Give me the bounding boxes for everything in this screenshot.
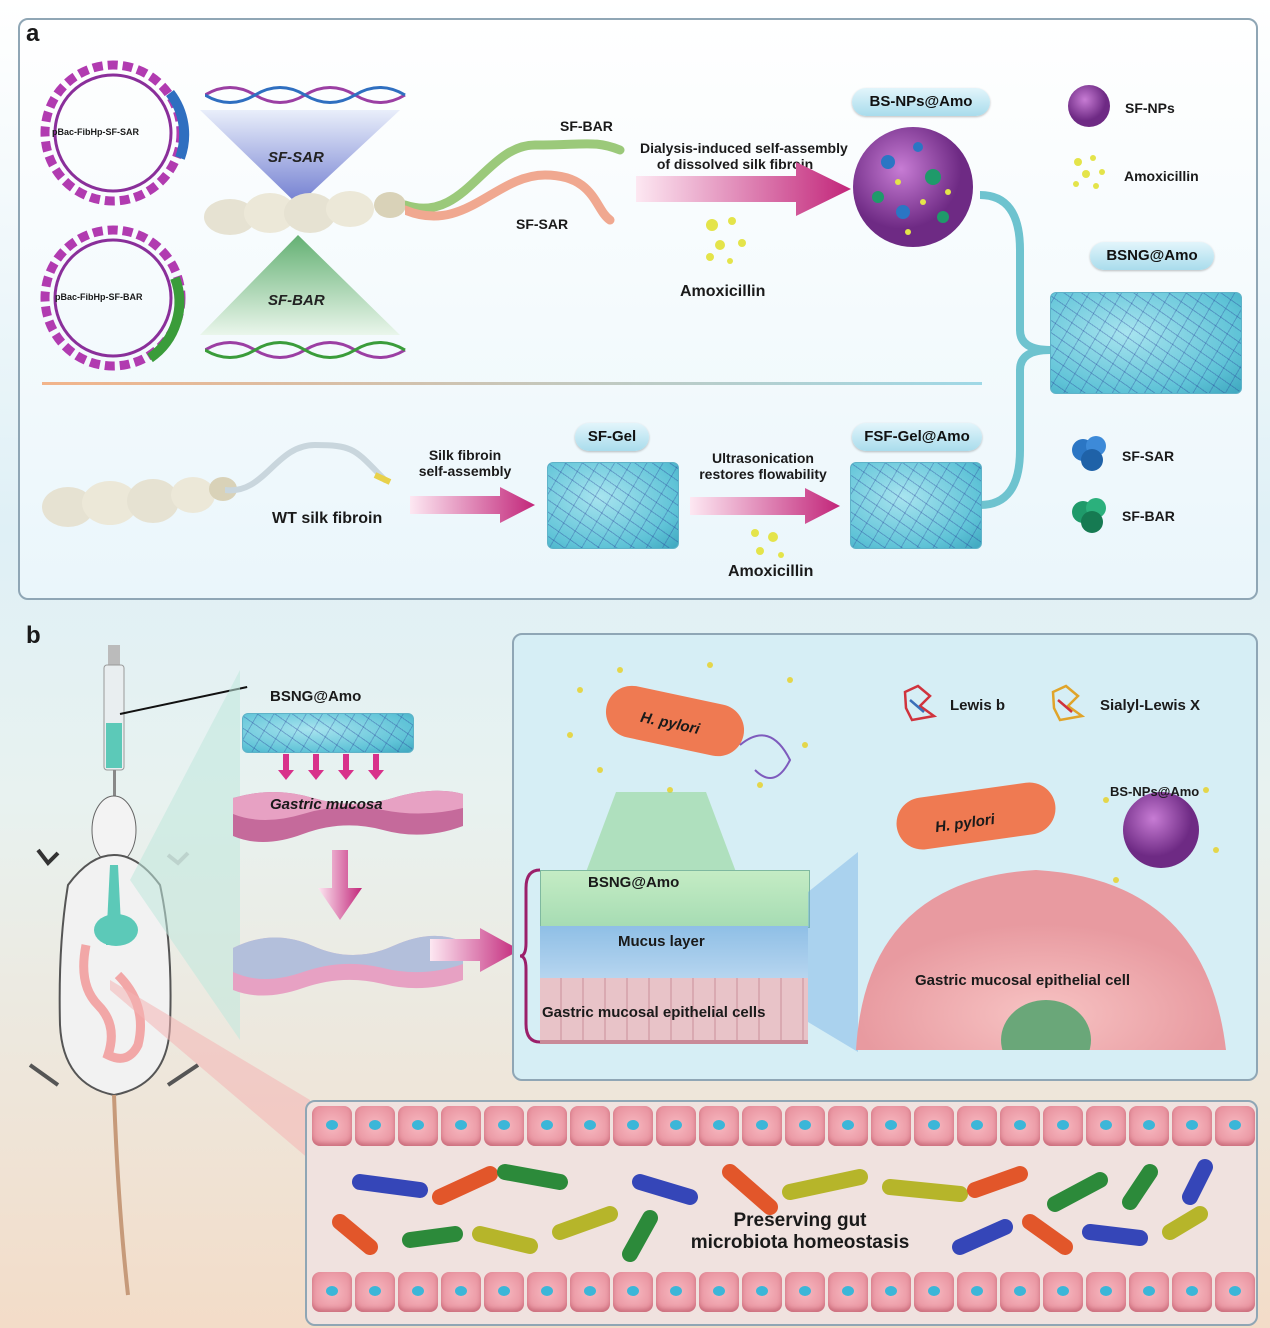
lewis-b-icon (903, 684, 938, 722)
layer-bsng-label: BSNG@Amo (588, 874, 680, 891)
gut-zoom-fan (110, 980, 310, 1160)
layer-bracket (520, 868, 541, 1044)
bsng-pill: BSNG@Amo (1090, 242, 1214, 270)
amoxicillin-dots-bottom (751, 529, 784, 558)
plasmid-diagrams (40, 60, 190, 371)
zoom-arrow (430, 928, 520, 972)
self-assembly-line2: self-assembly (418, 463, 512, 479)
hpylori-free (567, 662, 808, 793)
assembly-text-line1: Dialysis-induced self-assembly (640, 140, 848, 156)
assembly-text: Dialysis-induced self-assembly of dissol… (640, 140, 848, 172)
wt-silk-fibroin-label: WT silk fibroin (272, 510, 383, 527)
sialyl-lewis-x-icon (1051, 684, 1086, 722)
plasmid-bottom-label: pBac-FibHp-SF-BAR (55, 292, 143, 302)
bsng-hydrogel-cube (1050, 292, 1242, 394)
fsf-gel-cube (850, 462, 982, 549)
down-arrow (318, 850, 362, 920)
self-assembly-arrow (410, 487, 535, 523)
expression-cones (200, 110, 400, 335)
panel-a-divider (42, 382, 982, 385)
self-assembly-line1: Silk fibroin (428, 447, 502, 463)
gastric-mucosa-tissue (233, 790, 463, 843)
green-beam (586, 792, 736, 872)
dna-strand-bottom (205, 341, 406, 359)
layer-mucus-label: Mucus layer (618, 933, 705, 950)
zoom-fans (130, 670, 240, 1040)
legend-sialyl-lewis-x: Sialyl-Lewis X (1100, 697, 1201, 714)
epithelial-cells-layer (540, 978, 808, 1044)
sf-gel-cube (547, 462, 679, 549)
ultrasonication-line2: restores flowability (699, 466, 827, 482)
cone-label-sf-sar: SF-SAR (268, 149, 324, 166)
epithelial-cell-dome (856, 782, 1226, 1050)
fiber-label-sf-sar: SF-SAR (516, 216, 569, 232)
sf-gel-pill: SF-Gel (575, 423, 649, 451)
ultrasonication-line1: Ultrasonication (712, 450, 814, 466)
cone-label-sf-bar: SF-BAR (268, 292, 325, 309)
self-assembly-text: Silk fibroin self-assembly (410, 447, 520, 479)
legend-lewis-b: Lewis b (950, 697, 1006, 714)
assembly-text-line2: of dissolved silk fibroin (656, 156, 814, 172)
gut-text-line1: Preserving gut (733, 1210, 867, 1231)
sf-nps-legend-icon (1068, 85, 1110, 127)
bsng-label-b: BSNG@Amo (270, 688, 362, 705)
gut-microbiota (332, 1159, 1213, 1262)
panel-b-letter: b (26, 622, 41, 649)
dna-strand-top (205, 86, 406, 104)
silk-fibers (405, 139, 625, 225)
merge-bracket (980, 191, 1051, 509)
panel-a-letter: a (26, 20, 40, 47)
mucus-layer (540, 926, 808, 978)
mouse-with-syringe (28, 645, 200, 1296)
bsnp-label-b: BS-NPs@Amo (1110, 784, 1200, 799)
legend-sf-nps: SF-NPs (1125, 100, 1175, 116)
amoxicillin-label-bottom: Amoxicillin (728, 563, 814, 580)
amoxicillin-dots-top (706, 217, 746, 264)
assembly-arrow (636, 162, 851, 216)
fiber-label-sf-bar: SF-BAR (560, 118, 613, 134)
plasmid-top-label: pBac-FibHp-SF-SAR (52, 127, 139, 137)
gut-text-line2: microbiota homeostasis (690, 1232, 910, 1253)
application-arrows (278, 754, 384, 780)
amoxicillin-label-top: Amoxicillin (680, 283, 766, 300)
bsnp-sphere (853, 127, 973, 247)
gut-homeostasis-text: Preserving gut microbiota homeostasis (650, 1210, 950, 1254)
silkworm-wt (42, 477, 237, 527)
legend-amoxicillin: Amoxicillin (1124, 168, 1199, 184)
ultrasonication-text: Ultrasonication restores flowability (688, 450, 838, 482)
gastric-mucosa-label: Gastric mucosa (270, 796, 383, 813)
legend-sf-sar: SF-SAR (1122, 448, 1175, 464)
wt-fiber (225, 441, 392, 494)
layer-cells-label: Gastric mucosal epithelial cells (542, 1004, 766, 1021)
ultrasonication-arrow (690, 488, 840, 524)
silkworm-transgenic (204, 191, 406, 235)
epithelial-cell-label: Gastric mucosal epithelial cell (915, 972, 1131, 989)
blue-beam (808, 852, 858, 1052)
amoxicillin-legend-icon (1073, 155, 1105, 189)
fsf-gel-pill: FSF-Gel@Amo (852, 423, 982, 451)
coated-mucosa (233, 935, 463, 996)
bsng-patch (242, 713, 414, 753)
legend-sf-bar: SF-BAR (1122, 508, 1175, 524)
gut-cells-top (312, 1106, 1255, 1146)
sf-bar-legend-icon (1072, 498, 1106, 533)
bsnp-pill: BS-NPs@Amo (852, 88, 990, 116)
sf-sar-legend-icon (1072, 436, 1106, 471)
gut-cells-bottom (312, 1272, 1255, 1312)
